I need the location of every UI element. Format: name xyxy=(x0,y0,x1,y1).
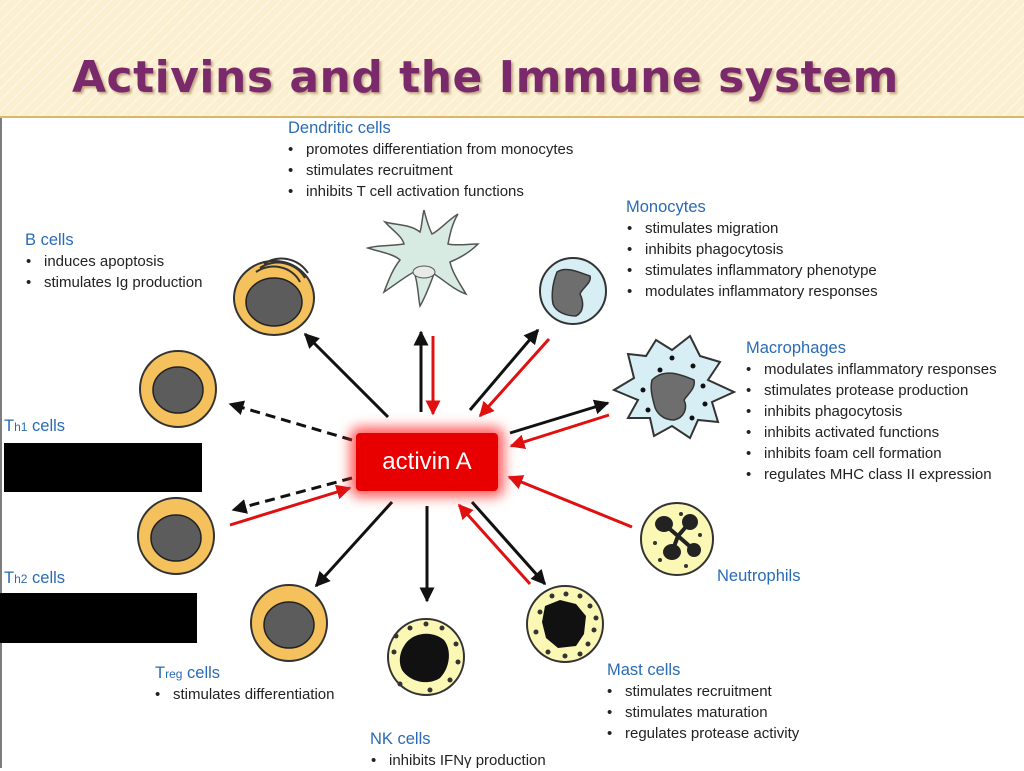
th1-label-t: T xyxy=(4,417,15,435)
arrow-from-mast xyxy=(457,503,532,586)
b-cell-icon xyxy=(233,257,315,336)
dendritic-cells-effects: promotes differentiation from monocytes … xyxy=(288,139,573,202)
list-item: promotes differentiation from monocytes xyxy=(288,139,573,160)
list-item: modulates inflammatory responses xyxy=(627,281,878,302)
macrophage-icon xyxy=(611,334,737,440)
b-cells-effects: induces apoptosis stimulates Ig producti… xyxy=(26,251,202,293)
list-item: modulates inflammatory responses xyxy=(746,359,997,380)
arrow-to-macrophage xyxy=(509,399,610,435)
treg-cells-label: Treg cells xyxy=(155,663,220,684)
treg-label-rest: cells xyxy=(182,664,221,682)
arrow-to-th1 xyxy=(228,400,353,442)
list-item: regulates MHC class II expression xyxy=(746,464,997,485)
dendritic-cells-label: Dendritic cells xyxy=(288,119,391,137)
treg-label-t: T xyxy=(155,664,166,682)
mast-cells-label: Mast cells xyxy=(607,661,681,679)
slide-title: Activins and the Immune system xyxy=(72,52,899,103)
list-item: stimulates protease production xyxy=(746,380,997,401)
list-item: inhibits phagocytosis xyxy=(627,239,878,260)
list-item: stimulates inflammatory phenotype xyxy=(627,260,878,281)
redaction-box xyxy=(0,593,197,643)
treg-cell-icon xyxy=(250,584,328,662)
th2-cells-label: Th2 cells xyxy=(4,568,65,589)
nk-cell-icon xyxy=(387,618,465,696)
arrow-to-th2 xyxy=(231,476,353,514)
macrophages-effects: modulates inflammatory responses stimula… xyxy=(746,359,997,485)
th1-cell-icon xyxy=(139,350,217,428)
title-banner-texture xyxy=(0,0,1024,118)
dendritic-cell-icon xyxy=(365,209,480,309)
monocytes-effects: stimulates migration inhibits phagocytos… xyxy=(627,218,878,302)
list-item: stimulates migration xyxy=(627,218,878,239)
th2-label-t: T xyxy=(4,569,15,587)
list-item: inhibits phagocytosis xyxy=(746,401,997,422)
th2-cell-icon xyxy=(137,497,215,575)
arrows xyxy=(228,328,633,603)
arrow-to-monocyte xyxy=(468,328,540,411)
arrow-from-th2 xyxy=(229,484,352,527)
mast-cells-effects: stimulates recruitment stimulates matura… xyxy=(607,681,799,744)
th1-label-rest: cells xyxy=(27,417,66,435)
arrow-from-neutrophil xyxy=(507,475,633,529)
arrow-to-mast xyxy=(470,501,547,586)
list-item: inhibits activated functions xyxy=(746,422,997,443)
arrow-to-b-cell xyxy=(303,332,390,419)
th2-label-rest: cells xyxy=(27,569,66,587)
list-item: inhibits IFNγ production xyxy=(371,750,546,771)
neutrophil-icon xyxy=(640,502,714,576)
list-item: regulates protease activity xyxy=(607,723,799,744)
th1-cells-label: Th1 cells xyxy=(4,416,65,437)
th1-label-subscript: h1 xyxy=(14,420,28,434)
monocytes-label: Monocytes xyxy=(626,198,706,216)
b-cells-label: B cells xyxy=(25,231,74,249)
title-underline xyxy=(0,116,1024,118)
nk-cells-label: NK cells xyxy=(370,730,431,748)
neutrophils-label: Neutrophils xyxy=(717,567,801,585)
mast-cell-icon xyxy=(526,585,604,663)
list-item: inhibits foam cell formation xyxy=(746,443,997,464)
list-item: inhibits T cell activation functions xyxy=(288,181,573,202)
arrow-from-monocyte xyxy=(478,337,551,418)
activin-a-node: activin A xyxy=(356,433,498,491)
treg-cells-effects: stimulates differentiation xyxy=(155,684,334,705)
list-item: stimulates recruitment xyxy=(288,160,573,181)
list-item: stimulates differentiation xyxy=(155,684,334,705)
title-banner xyxy=(0,0,1024,118)
nk-cells-effects: inhibits IFNγ production xyxy=(371,750,546,771)
list-item: stimulates recruitment xyxy=(607,681,799,702)
slide-left-border xyxy=(0,118,2,768)
monocyte-icon xyxy=(539,257,607,325)
treg-label-subscript: reg xyxy=(165,667,183,681)
th2-label-subscript: h2 xyxy=(14,572,28,586)
redaction-box xyxy=(4,443,202,492)
macrophages-label: Macrophages xyxy=(746,339,846,357)
arrow-to-treg xyxy=(314,500,394,588)
list-item: stimulates maturation xyxy=(607,702,799,723)
list-item: stimulates Ig production xyxy=(26,272,202,293)
list-item: induces apoptosis xyxy=(26,251,202,272)
arrow-from-macrophage xyxy=(509,413,610,450)
